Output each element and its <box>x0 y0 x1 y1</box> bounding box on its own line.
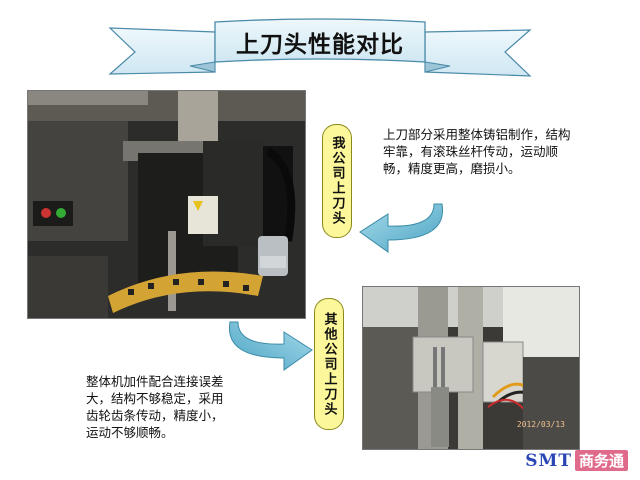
smt-watermark: SMT 商务通 <box>525 450 628 471</box>
page-title: 上刀头性能对比 <box>236 32 404 58</box>
description-line: 上刀部分采用整体铸铝制作，结构 <box>383 127 571 142</box>
other-head-label: 其他公司上刀头 <box>314 298 344 430</box>
description-line: 大，结构不够稳定，采用 <box>86 391 224 406</box>
our-head-photo <box>27 90 306 319</box>
curved-arrow-left-icon <box>359 203 444 253</box>
title-ribbon <box>108 18 532 77</box>
description-line: 牢靠，有滚珠丝杆传动，运动顺 <box>383 144 559 159</box>
photo-date-stamp: 2012/03/13 <box>516 420 565 429</box>
our-head-label: 我公司上刀头 <box>322 124 352 238</box>
description-line: 运动不够顺畅。 <box>86 425 174 440</box>
our-head-description: 上刀部分采用整体铸铝制作，结构 牢靠，有滚珠丝杆传动，运动顺 畅，精度更高，磨损… <box>383 126 623 177</box>
description-line: 整体机加件配合连接误差 <box>86 374 224 389</box>
description-line: 畅，精度更高，磨损小。 <box>383 161 521 176</box>
other-head-description: 整体机加件配合连接误差 大，结构不够稳定，采用 齿轮齿条传动，精度小， 运动不够… <box>86 373 276 441</box>
curved-arrow-right-icon <box>228 321 313 371</box>
watermark-cn: 商务通 <box>574 450 628 471</box>
description-line: 齿轮齿条传动，精度小， <box>86 408 224 423</box>
other-head-photo: 2012/03/13 <box>362 286 580 450</box>
watermark-en: SMT <box>525 450 572 471</box>
